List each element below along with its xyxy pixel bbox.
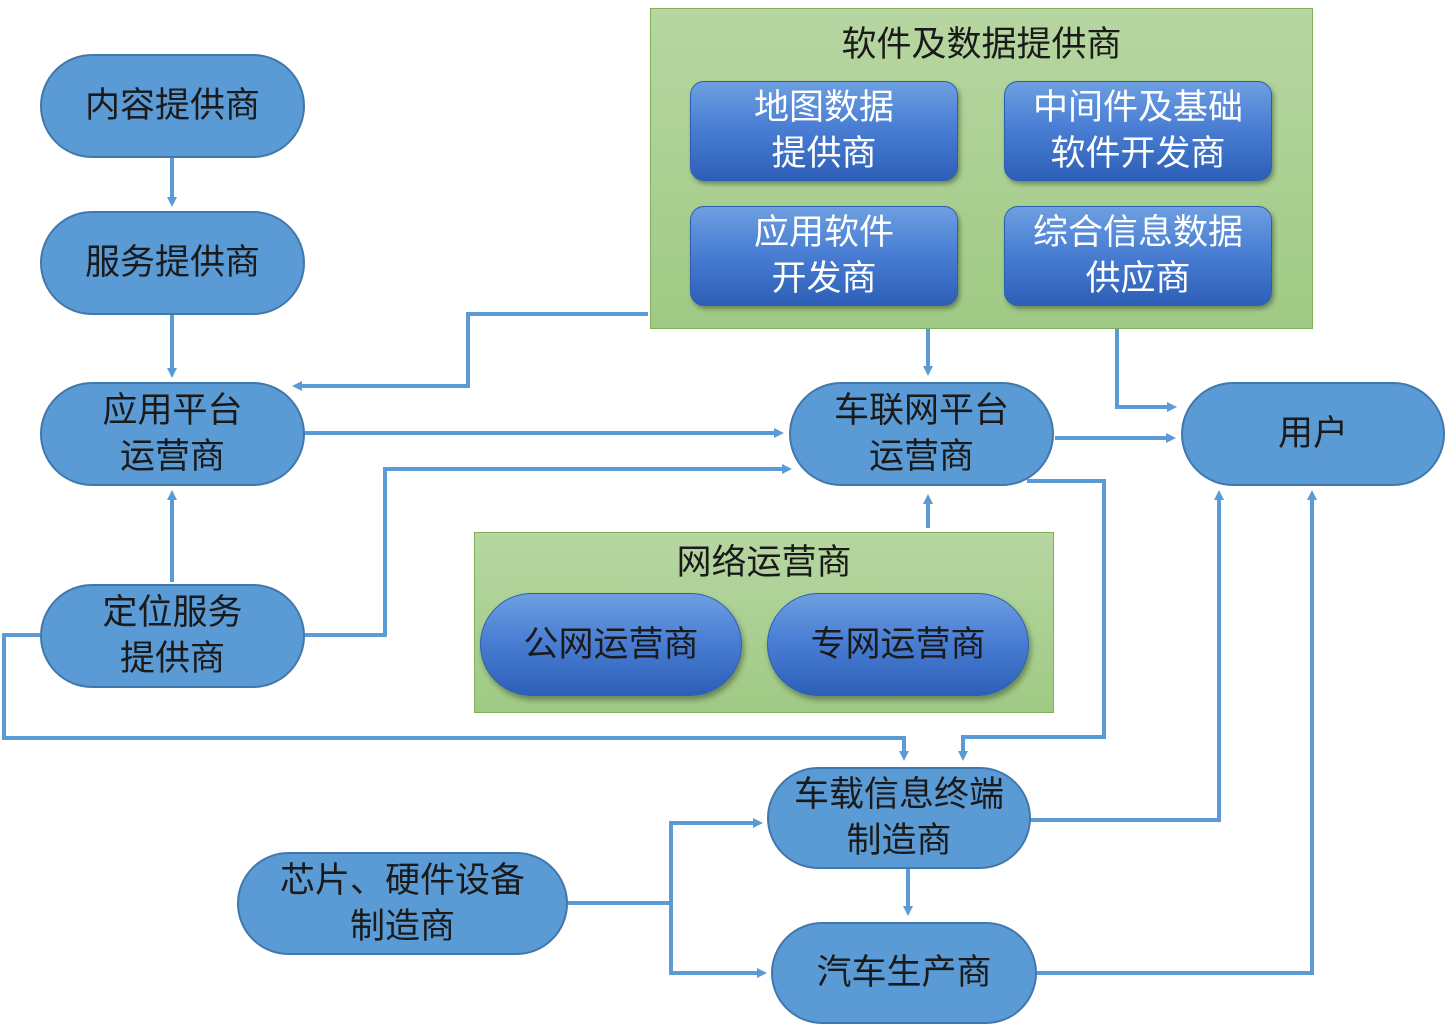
- content-provider-node: 内容提供商: [40, 54, 305, 158]
- car-manufacturer-node: 汽车生产商: [771, 922, 1037, 1024]
- content-provider-label: 内容提供商: [84, 86, 260, 126]
- middleware-developer-node: 中间件及基础 软件开发商: [1004, 81, 1272, 181]
- edge-positioning-to-terminal: [2, 633, 909, 761]
- edge-iov-platform-to-terminal: [958, 479, 1106, 761]
- iov-platform-operator-node: 车联网平台 运营商: [789, 382, 1054, 486]
- user-label: 用户: [1277, 414, 1348, 454]
- edge-car-to-user: [1037, 490, 1317, 975]
- app-platform-operator-label: 应用平台 运营商: [102, 391, 243, 477]
- app-platform-operator-node: 应用平台 运营商: [40, 382, 305, 486]
- map-data-provider-node: 地图数据 提供商: [690, 81, 958, 181]
- iov-platform-operator-label: 车联网平台 运营商: [833, 391, 1009, 477]
- private-network-operator-node: 专网运营商: [767, 593, 1029, 696]
- network-operators-title: 网络运营商: [676, 543, 852, 583]
- service-provider-node: 服务提供商: [40, 211, 305, 315]
- info-data-supplier-label: 综合信息数据 供应商: [1032, 213, 1243, 299]
- terminal-manufacturer-label: 车载信息终端 制造商: [793, 775, 1004, 861]
- map-data-provider-label: 地图数据 提供商: [753, 88, 894, 174]
- edge-positioning-to-iov-platform: [305, 464, 792, 637]
- edge-terminal-to-user: [1030, 490, 1224, 822]
- software-data-providers-title: 软件及数据提供商: [841, 25, 1122, 65]
- positioning-provider-label: 定位服务 提供商: [102, 593, 243, 679]
- service-provider-label: 服务提供商: [84, 243, 260, 283]
- public-network-operator-node: 公网运营商: [480, 593, 742, 696]
- user-node: 用户: [1181, 382, 1445, 486]
- terminal-manufacturer-node: 车载信息终端 制造商: [767, 767, 1031, 869]
- middleware-developer-label: 中间件及基础 软件开发商: [1032, 88, 1243, 174]
- edge-software-to-user: [1115, 329, 1177, 412]
- positioning-provider-node: 定位服务 提供商: [40, 584, 305, 688]
- app-software-developer-node: 应用软件 开发商: [690, 206, 958, 306]
- chip-hardware-manufacturer-node: 芯片、硬件设备 制造商: [237, 852, 568, 955]
- chip-hardware-manufacturer-label: 芯片、硬件设备 制造商: [279, 860, 525, 947]
- private-network-operator-label: 专网运营商: [810, 624, 986, 665]
- car-manufacturer-label: 汽车生产商: [816, 953, 992, 993]
- edge-chip-to-car: [669, 903, 767, 978]
- edge-chip-to-terminal: [568, 818, 763, 905]
- app-software-developer-label: 应用软件 开发商: [753, 213, 894, 299]
- public-network-operator-label: 公网运营商: [523, 624, 699, 665]
- edge-software-to-app-platform: [292, 312, 648, 391]
- info-data-supplier-node: 综合信息数据 供应商: [1004, 206, 1272, 306]
